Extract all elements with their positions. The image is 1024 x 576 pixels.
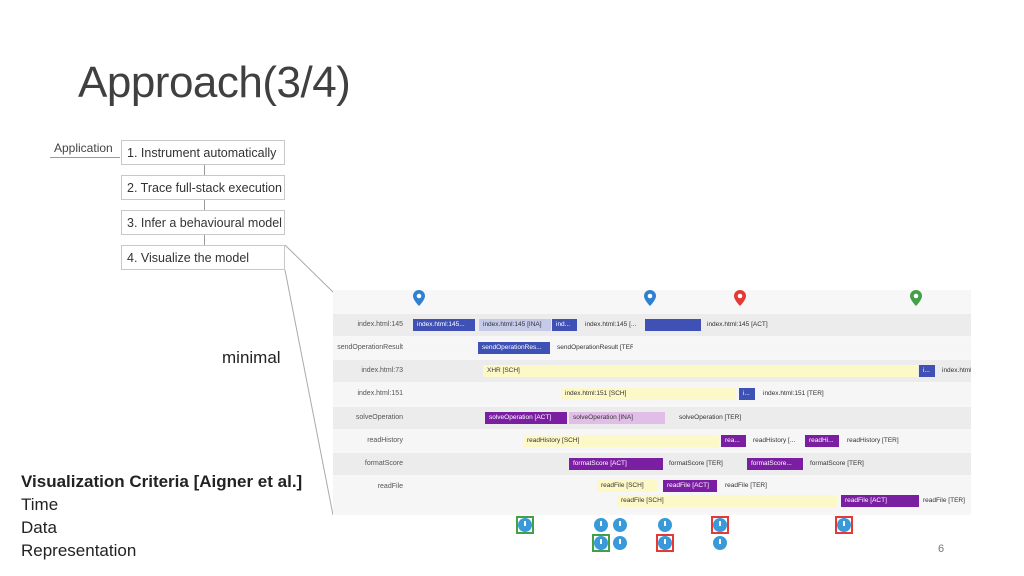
timeline-row-label: solveOperation [355, 414, 403, 421]
criteria-item-time: Time [21, 495, 59, 514]
timeline-bar[interactable]: index.html:151 [TER] [763, 390, 824, 397]
timeline-bar[interactable]: XHR [SCH] [483, 365, 918, 377]
timeline-visualization: index.html:145 index.html:145... index.htm… [333, 290, 971, 515]
timeline-bar[interactable]: index.html:145 [... [585, 321, 637, 328]
timeline-bar[interactable]: index.html:145 [INA] [479, 319, 551, 331]
step-connector [204, 200, 205, 210]
application-connector [50, 157, 120, 158]
timeline-row: index.html:73 XHR [SCH]i... index.html [333, 360, 971, 382]
timeline-bar[interactable]: readFile [SCH] [597, 480, 657, 492]
step-trace: 2. Trace full-stack execution [121, 175, 285, 200]
timeline-bar[interactable]: ind... [552, 319, 577, 331]
timeline-bar[interactable]: rea... [721, 435, 746, 447]
clock-icon[interactable] [594, 518, 608, 532]
event-frame [656, 534, 674, 552]
timeline-bar[interactable]: solveOperation [ACT] [485, 412, 567, 424]
timeline-bar[interactable]: index.html:151 [SCH] [561, 388, 736, 400]
step-instrument: 1. Instrument automatically [121, 140, 285, 165]
location-pin-icon[interactable] [910, 290, 922, 306]
timeline-bar[interactable]: readHistory [TER] [847, 437, 899, 444]
timeline-row: readHistory readHistory [SCH]rea... readHi… [333, 430, 971, 452]
timeline-row-label: readHistory [367, 437, 403, 444]
timeline-bar[interactable]: formatScore [TER] [669, 460, 723, 467]
step-connector [204, 165, 205, 175]
step-visualize: 4. Visualize the model [121, 245, 285, 270]
event-frame [711, 516, 729, 534]
application-label: Application [54, 141, 113, 155]
clock-icon[interactable] [658, 518, 672, 532]
timeline-bar[interactable]: readHi... [805, 435, 839, 447]
clock-icon[interactable] [837, 518, 851, 532]
event-frame [592, 534, 610, 552]
timeline-row-label: index.html:145 [357, 321, 403, 328]
event-frame [835, 516, 853, 534]
timeline-bar[interactable]: readFile [SCH] [617, 495, 837, 507]
timeline-bar[interactable]: i... [919, 365, 935, 377]
timeline-bar[interactable]: readHistory [... [753, 437, 796, 444]
clock-icon[interactable] [613, 536, 627, 550]
zoom-line-top [284, 244, 334, 293]
timeline-bar[interactable]: sendOperationRes... [478, 342, 550, 354]
timeline-bar[interactable]: index.html:145 [ACT] [707, 321, 768, 328]
zoom-line-bottom [284, 269, 334, 516]
timeline-bar[interactable]: i... [739, 388, 755, 400]
timeline-bar[interactable]: readFile [ACT] [841, 495, 919, 507]
event-icons [514, 515, 854, 555]
timeline-bar[interactable]: sendOperationResult [TER] [557, 344, 633, 351]
clock-icon[interactable] [613, 518, 627, 532]
timeline-bar[interactable]: solveOperation [TER] [679, 414, 742, 421]
timeline-row-label: formatScore [364, 460, 403, 467]
timeline-row: readFile readFile [SCH] readFile [ACT] read… [333, 476, 971, 512]
timeline-bar[interactable] [645, 319, 701, 331]
timeline-bar[interactable]: readHistory [SCH] [523, 435, 719, 447]
timeline-row-label: index.html:73 [361, 367, 403, 374]
timeline-row-label: readFile [377, 483, 403, 490]
timeline-bar[interactable]: solveOperation [INA] [569, 412, 665, 424]
timeline-bar[interactable]: formatScore [TER] [810, 460, 864, 467]
timeline-row: formatScore formatScore [ACT] formatScore … [333, 453, 971, 475]
timeline-bar[interactable]: readFile [TER] [923, 497, 965, 504]
event-frame [516, 516, 534, 534]
page-number: 6 [938, 543, 945, 555]
timeline-row: index.html:151 index.html:151 [SCH]i... in… [333, 383, 971, 405]
timeline-bar[interactable]: readFile [TER] [725, 482, 767, 489]
timeline-bar[interactable]: formatScore [ACT] [569, 458, 663, 470]
slide-title: Approach(3/4) [78, 58, 351, 107]
clock-icon[interactable] [658, 536, 672, 550]
timeline-bar[interactable]: formatScore... [747, 458, 803, 470]
criteria-heading: Visualization Criteria [Aigner et al.] [21, 472, 303, 491]
timeline-bar[interactable]: index.html:145... [413, 319, 475, 331]
minimal-label: minimal [222, 348, 281, 367]
location-pin-icon[interactable] [644, 290, 656, 306]
timeline-row-label: index.html:151 [357, 390, 403, 397]
timeline-bar[interactable]: index.html [942, 367, 971, 374]
location-pin-icon[interactable] [734, 290, 746, 306]
step-infer: 3. Infer a behavioural model [121, 210, 285, 235]
clock-icon[interactable] [594, 536, 608, 550]
clock-icon[interactable] [713, 518, 727, 532]
step-connector [204, 235, 205, 245]
timeline-row: sendOperationResult sendOperationRes... se… [333, 337, 971, 359]
criteria-item-data: Data [21, 518, 57, 537]
location-pin-icon[interactable] [413, 290, 425, 306]
clock-icon[interactable] [713, 536, 727, 550]
timeline-row-label: sendOperationResult [337, 344, 403, 351]
clock-icon[interactable] [518, 518, 532, 532]
timeline-row: index.html:145 index.html:145... index.htm… [333, 314, 971, 336]
timeline-bar[interactable]: readFile [ACT] [663, 480, 717, 492]
visualization-criteria: Visualization Criteria [Aigner et al.] T… [21, 470, 302, 562]
criteria-item-representation: Representation [21, 541, 137, 560]
